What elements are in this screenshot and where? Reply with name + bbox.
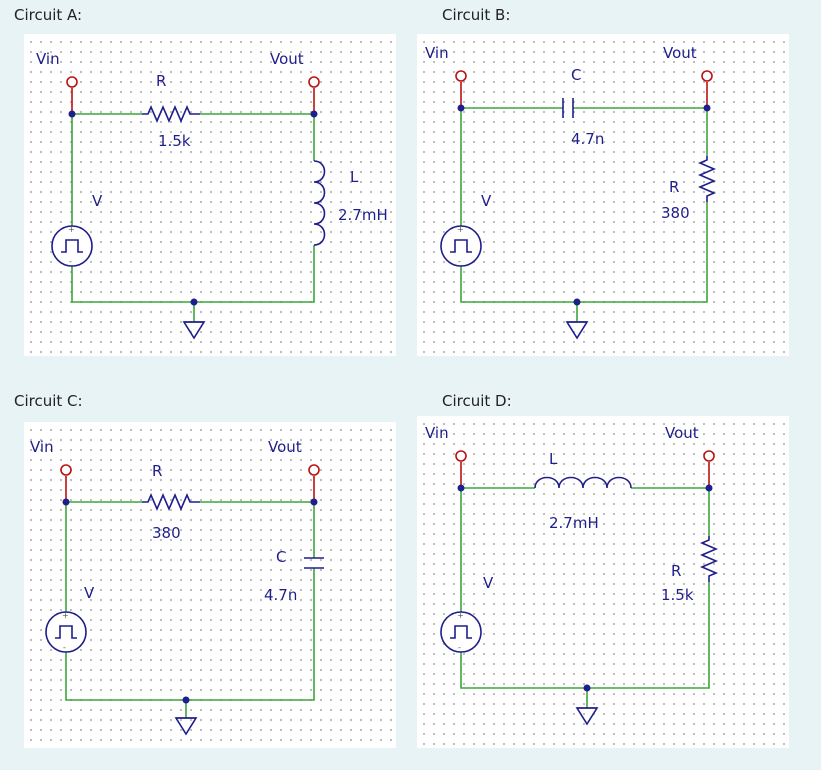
circuit-c-node [182,696,190,704]
circuit-b-ground-icon [565,321,589,340]
circuit-a-inductor-value: 2.7mH [338,206,388,224]
circuit-d-node [457,484,465,492]
svg-text:+: + [62,611,69,620]
circuit-a-inductor-name: L [350,168,359,186]
circuit-c-ground-icon [174,717,198,736]
circuit-c-vin-label: Vin [30,438,54,456]
circuit-b-capacitor-value: 4.7n [571,130,604,148]
circuit-b-vin-terminal[interactable] [455,70,467,82]
circuit-c-node [62,498,70,506]
circuit-a-vout-label: Vout [270,50,304,68]
circuit-d-ground-icon [575,707,599,726]
circuit-d-caption: Circuit D: [442,392,512,410]
circuit-b-caption: Circuit B: [442,6,511,24]
circuit-a-vout-terminal[interactable] [308,76,320,88]
circuit-b-resistor[interactable] [697,156,717,202]
circuit-d-vin-terminal[interactable] [455,450,467,462]
circuit-c-resistor[interactable] [142,492,200,512]
circuit-d-inductor[interactable] [534,476,632,489]
circuit-a-vin-label: Vin [36,50,60,68]
circuit-c-vout-terminal[interactable] [308,464,320,476]
circuit-a-voltage-source[interactable]: + - [51,225,93,267]
circuit-d-resistor-value: 1.5k [661,586,694,604]
circuit-a-caption: Circuit A: [14,6,83,24]
circuit-d-resistor-name: R [671,562,681,580]
circuit-b-capacitor-name: C [571,66,581,84]
circuit-a-schematic: + - Vin Vout R 1.5k L 2.7mH V [36,50,388,340]
circuit-b-source-label: V [481,192,492,210]
circuit-d-node [583,684,591,692]
circuit-c-capacitor-value: 4.7n [264,586,297,604]
circuit-b-node [573,298,581,306]
circuit-d-inductor-name: L [549,450,558,468]
circuit-c-vout-label: Vout [268,438,302,456]
circuit-d-vin-label: Vin [425,424,449,442]
circuit-a-inductor[interactable] [313,160,326,246]
circuit-c-source-label: V [84,584,95,602]
circuit-a-resistor-value: 1.5k [158,132,191,150]
circuit-a-wires [71,113,315,322]
circuit-d-vout-label: Vout [665,424,699,442]
circuit-c-vin-terminal[interactable] [60,464,72,476]
circuit-b-node [703,104,711,112]
circuit-b-wires [460,107,708,322]
svg-text:-: - [458,257,461,266]
svg-text:-: - [458,643,461,652]
circuit-d-schematic: + - Vin Vout L 2.7mH R 1.5k V [425,424,719,726]
circuit-c-wires [65,501,315,718]
circuit-a-node [310,110,318,118]
circuit-b-vout-label: Vout [663,44,697,62]
circuit-c-resistor-name: R [152,462,162,480]
circuit-b-resistor-name: R [669,178,679,196]
svg-text:-: - [63,643,66,652]
svg-text:+: + [457,611,464,620]
circuit-c-node [310,498,318,506]
circuit-c-schematic: + - Vin Vout R 380 C 4.7n V [30,438,324,736]
circuit-b-capacitor[interactable] [562,98,574,118]
circuit-b-resistor-value: 380 [661,204,690,222]
circuit-c-voltage-source[interactable]: + - [45,611,87,653]
circuit-d-node [705,484,713,492]
svg-text:-: - [69,257,72,266]
svg-text:+: + [68,225,75,234]
circuit-b-schematic: + - Vin Vout C 4.7n R 380 V [425,44,717,340]
circuit-a-source-label: V [92,192,103,210]
circuit-d-panel: + - Vin Vout L 2.7mH R 1.5k V [417,416,789,748]
circuit-c-caption: Circuit C: [14,392,83,410]
circuit-a-ground-icon [182,321,206,340]
circuit-c-resistor-value: 380 [152,524,181,542]
circuit-d-voltage-source[interactable]: + - [440,611,482,653]
circuit-b-vin-label: Vin [425,44,449,62]
svg-text:+: + [457,225,464,234]
circuit-a-resistor[interactable] [142,104,200,124]
circuit-b-voltage-source[interactable]: + - [440,225,482,267]
circuit-a-node [68,110,76,118]
circuit-c-panel: + - Vin Vout R 380 C 4.7n V [24,422,396,748]
circuit-b-vout-terminal[interactable] [701,70,713,82]
circuit-d-resistor[interactable] [699,536,719,582]
circuit-b-panel: + - Vin Vout C 4.7n R 380 V [417,34,789,356]
circuit-a-node [190,298,198,306]
circuit-d-inductor-value: 2.7mH [549,514,599,532]
circuit-c-capacitor-name: C [276,548,286,566]
circuit-d-source-label: V [483,574,494,592]
circuit-b-node [457,104,465,112]
circuit-a-vin-terminal[interactable] [66,76,78,88]
circuit-c-capacitor[interactable] [304,557,324,569]
circuit-a-panel: + - Vin Vout R 1.5k L 2.7mH V [24,34,396,356]
circuit-d-vout-terminal[interactable] [703,450,715,462]
circuit-a-resistor-name: R [156,72,166,90]
